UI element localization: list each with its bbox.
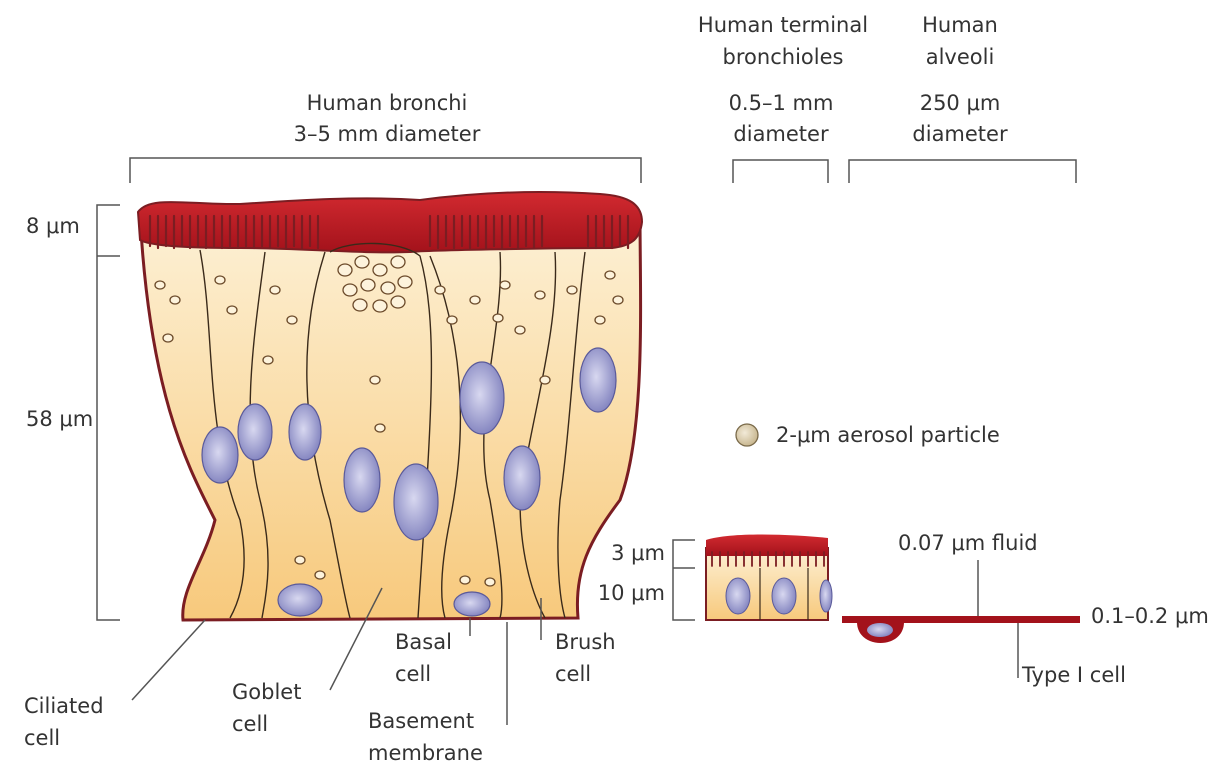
bronchi-diameter: 3–5 mm diameter: [294, 119, 481, 150]
alveoli-size-line2: diameter: [912, 119, 1007, 150]
bronchioles-depth-bracket: [673, 540, 695, 620]
ciliated-cell-label-line2: cell: [24, 723, 60, 754]
bronchi-bracket: [130, 158, 641, 183]
bronchioles-epithelium: [706, 535, 832, 621]
basal-cell-label-line2: cell: [395, 659, 431, 690]
brush-cell-label-line1: Brush: [555, 627, 616, 658]
bronchioles-cell-layer: [706, 548, 828, 620]
alveoli-title-line1: Human: [922, 10, 998, 41]
bronchi-title: Human bronchi: [307, 88, 468, 119]
aerosol-particle-marker: [736, 424, 758, 446]
bronchi-cell-layer: [140, 215, 641, 620]
alveoli-bracket: [849, 160, 1076, 183]
alveoli-title-line2: alveoli: [926, 42, 995, 73]
brush-cell-label-line2: cell: [555, 659, 591, 690]
bronchioles-size-line1: 0.5–1 mm: [729, 88, 834, 119]
bronchi-depth-bracket: [97, 205, 120, 620]
basement-membrane-label-line1: Basement: [368, 706, 474, 737]
type1-cell-label: Type I cell: [1022, 660, 1126, 691]
alveoli-epithelium: [842, 616, 1080, 643]
alveoli-cell-thickness: 0.1–0.2 μm: [1091, 601, 1209, 632]
goblet-cell-label-line1: Goblet: [232, 677, 301, 708]
bronchioles-title-line1: Human terminal: [698, 10, 868, 41]
alveoli-size-line1: 250 μm: [920, 88, 1001, 119]
alveoli-fluid-thickness: 0.07 μm fluid: [898, 528, 1038, 559]
bronchioles-epithelium-thickness: 10 μm: [585, 578, 665, 609]
bronchioles-title-line2: bronchioles: [723, 42, 844, 73]
bronchioles-bracket: [733, 160, 828, 183]
ciliated-cell-label-line1: Ciliated: [24, 691, 104, 722]
bronchioles-mucus-thickness: 3 μm: [585, 538, 665, 569]
bronchi-mucus-thickness: 8 μm: [26, 211, 80, 242]
basal-cell-label-line1: Basal: [395, 627, 452, 658]
aerosol-particle-label: 2-μm aerosol particle: [776, 420, 1000, 451]
bronchioles-size-line2: diameter: [733, 119, 828, 150]
goblet-cell-label-line2: cell: [232, 709, 268, 740]
basement-membrane-label-line2: membrane: [368, 738, 483, 769]
bronchi-epithelium: [138, 192, 642, 620]
bronchi-epithelium-thickness: 58 μm: [26, 404, 93, 435]
bronchioles-mucus-layer: [706, 535, 828, 557]
